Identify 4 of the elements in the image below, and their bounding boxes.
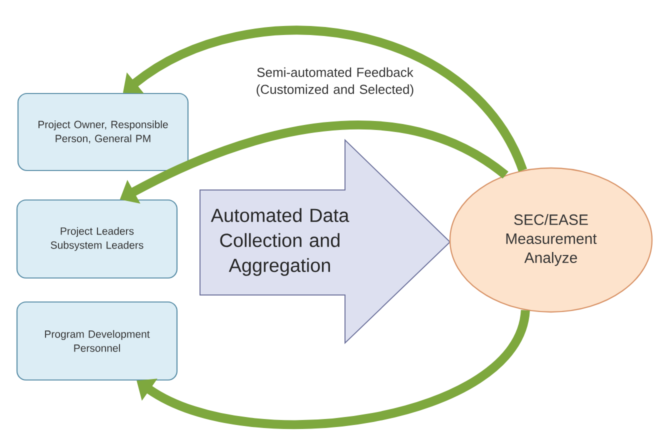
role-box: Project Leaders Subsystem Leaders — [16, 199, 178, 279]
edge-label: Semi-automated Feedback (Customized and Selected) — [256, 67, 414, 97]
role-box: Project Owner, Responsible Person, General PM — [17, 92, 189, 172]
role-box: Program Development Personnel — [16, 301, 178, 381]
